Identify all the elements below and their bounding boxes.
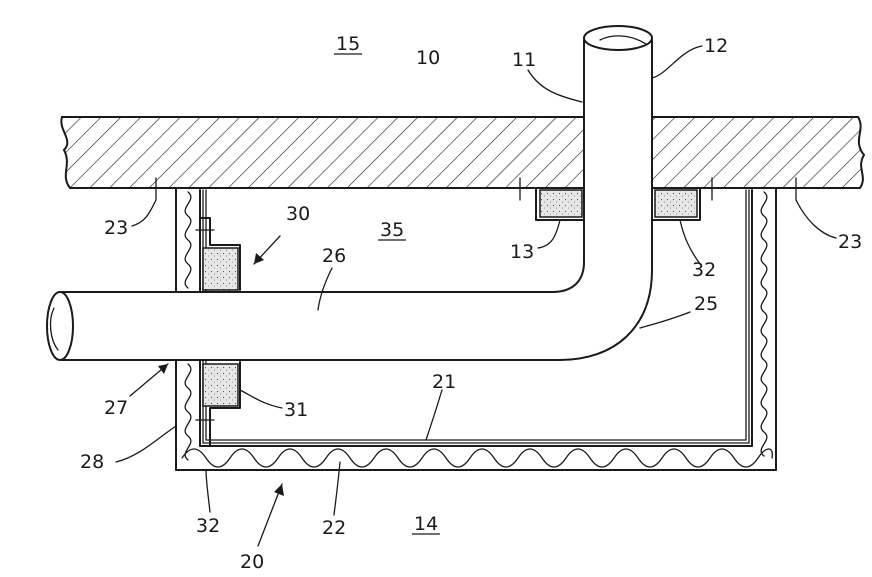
label-pipe-vertical: 12 [704,35,728,57]
reference-numerals: 15 10 11 12 23 30 35 26 13 32 23 25 21 2… [80,33,862,573]
label-room-lower: 14 [414,513,438,535]
label-seal-strip-right: 32 [692,259,716,281]
label-bore: 11 [512,49,536,71]
label-seal-assembly: 30 [286,203,310,225]
label-bend: 25 [694,293,718,315]
label-inner-shell: 21 [432,371,456,393]
label-slab: 10 [416,47,440,69]
label-interior: 35 [380,219,404,241]
label-outer-shell: 28 [80,451,104,473]
leader-lines [115,45,837,547]
label-fastener-right: 23 [838,231,862,253]
label-seal-lower: 31 [284,399,308,421]
label-room-upper: 15 [336,33,360,55]
label-housing: 20 [240,551,264,573]
label-insulation: 22 [322,517,346,539]
label-seal-strip-bottom: 32 [196,515,220,537]
label-seal-upper: 13 [510,241,534,263]
pipe [46,25,653,361]
wall-seal-collar [195,217,241,447]
label-passage: 27 [104,397,128,419]
ceiling-slab [60,111,866,191]
label-pipe-horizontal: 26 [322,245,346,267]
label-fastener-left: 23 [104,217,128,239]
